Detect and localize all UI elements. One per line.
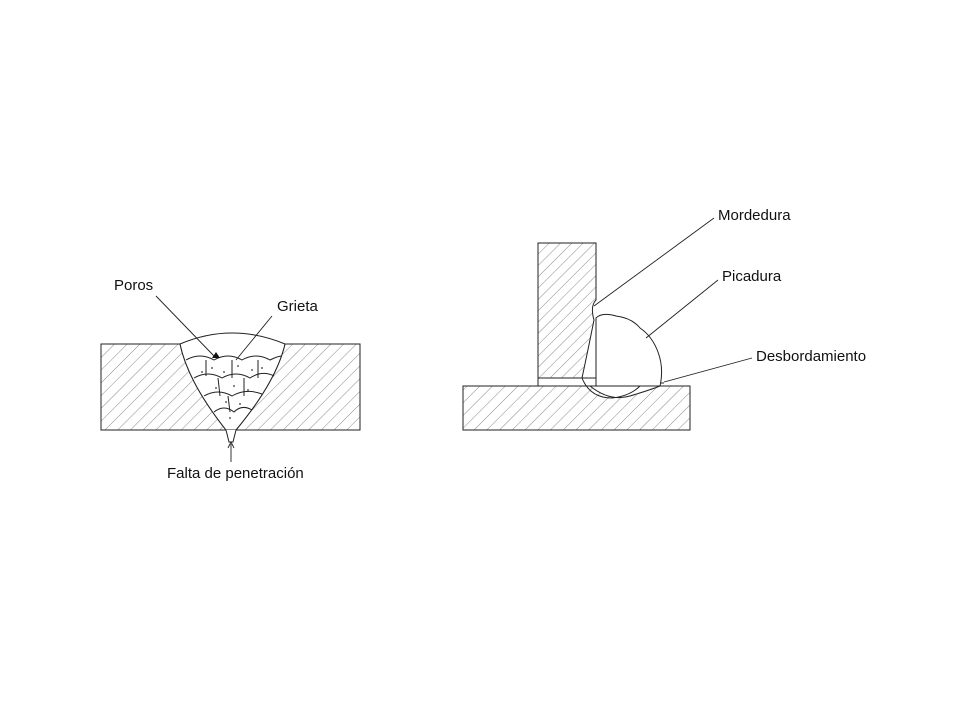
undercut-label: Mordedura (718, 207, 791, 224)
fillet-weld-bead (595, 313, 663, 387)
fillet-vertical-plate (537, 242, 597, 379)
butt-weld-bead (179, 332, 286, 431)
crack-label: Grieta (277, 298, 319, 315)
pore-marker-icon (212, 352, 220, 358)
weld-passes (185, 355, 283, 413)
butt-joint-drawing (100, 295, 361, 462)
crack-leader (235, 315, 273, 361)
fillet-root (581, 377, 641, 399)
porosity-dots (201, 365, 263, 419)
pitting-leader (645, 279, 719, 339)
lack-of-penetration-label: Falta de penetración (167, 465, 304, 482)
pores-label: Poros (114, 277, 153, 294)
fillet-joint-drawing (462, 217, 753, 431)
fillet-base-plate (462, 385, 691, 431)
pores-leader (155, 295, 215, 357)
overlap-leader (663, 357, 753, 383)
overlap-label: Desbordamiento (756, 348, 866, 365)
root-gap (225, 429, 237, 443)
lack-of-penetration-arrow-icon (227, 440, 235, 462)
pitting-label: Picadura (722, 268, 782, 285)
undercut-leader (593, 217, 715, 307)
